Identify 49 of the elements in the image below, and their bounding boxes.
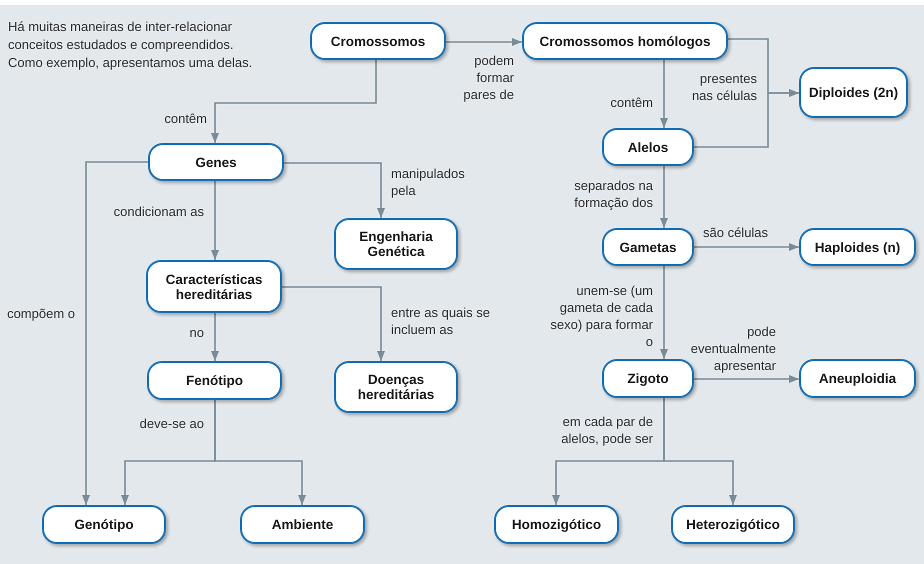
- concept-box: [334, 218, 458, 270]
- connector-arrow: [694, 89, 799, 148]
- concept-label: Ambiente: [270, 517, 334, 532]
- concept-box: [799, 228, 916, 266]
- connector-arrow: [211, 181, 219, 260]
- concept-label: Heterozigótico: [685, 517, 781, 532]
- connector-arrow: [284, 162, 385, 218]
- concept-label: Gametas: [618, 240, 678, 254]
- concept-box: [310, 22, 446, 60]
- concept-box: [334, 361, 458, 413]
- concept-label: Homozigótico: [510, 517, 602, 532]
- concept-box: [799, 359, 916, 398]
- concept-label: Alelos: [626, 140, 670, 154]
- connector-arrow: [660, 266, 668, 359]
- connector-arrow: [282, 286, 385, 361]
- concept-box: [42, 505, 166, 544]
- connector-arrow: [694, 375, 799, 383]
- connector-arrow: [211, 60, 377, 143]
- connector-arrow: [660, 60, 668, 128]
- concept-label: Engenharia Genética: [358, 229, 434, 259]
- connector-arrow: [82, 161, 148, 505]
- concept-label: Genótipo: [73, 517, 135, 532]
- connector-arrow: [663, 398, 737, 505]
- concept-box: [671, 505, 795, 544]
- concept-label: Aneuploidia: [818, 371, 898, 386]
- concept-label: Cromossomos homólogos: [538, 34, 712, 48]
- concept-label: Características hereditárias: [164, 272, 264, 302]
- concept-box: [602, 359, 694, 398]
- connector-arrow: [446, 38, 522, 46]
- connector-arrow: [214, 400, 306, 505]
- concept-label: Cromossomos: [330, 34, 426, 48]
- concept-label: Genes: [194, 154, 238, 170]
- concept-box: [146, 260, 282, 313]
- concept-box: [799, 67, 908, 118]
- concept-label: Haploides (n): [814, 240, 902, 254]
- concept-label: Fenótipo: [185, 373, 244, 388]
- concept-label: Zigoto: [626, 371, 670, 386]
- concept-box: [240, 505, 365, 544]
- concept-box: [147, 361, 282, 400]
- connector-arrow: [694, 243, 799, 251]
- connector-arrow: [211, 313, 219, 361]
- concept-box: [522, 22, 728, 60]
- concept-box: [602, 128, 694, 166]
- concept-label: Doenças hereditárias: [356, 372, 436, 402]
- concept-box: [494, 505, 619, 544]
- concept-box: [602, 228, 694, 266]
- concept-box: [148, 143, 284, 181]
- concept-label: Diploides (2n): [808, 85, 900, 100]
- connector-arrow: [660, 166, 668, 228]
